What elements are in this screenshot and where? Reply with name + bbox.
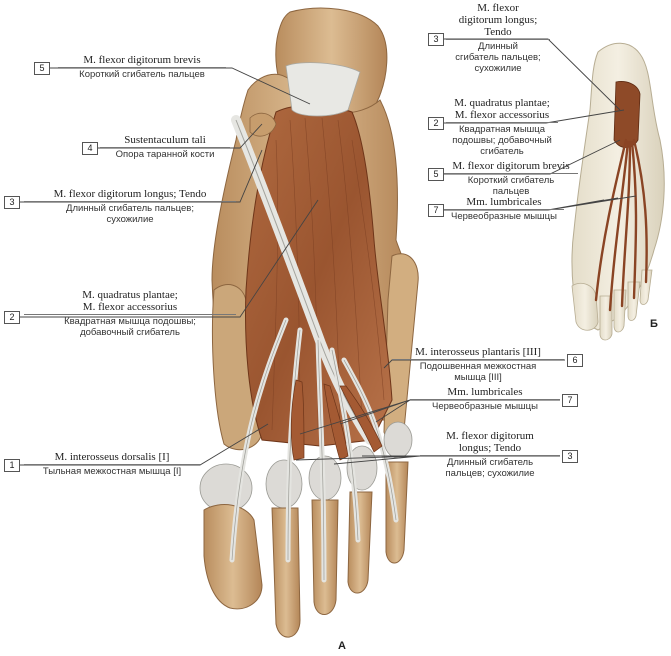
label-b-3-russian-3: сухожилие: [474, 63, 522, 74]
label-a-2-latin-2: M. flexor accessorius: [82, 301, 178, 313]
foot-illustration-b: [571, 42, 665, 341]
label-a-3b-latin-2: longus; Tendo: [458, 442, 522, 454]
heel-tendons: [285, 62, 361, 117]
label-a-2-number: 2: [4, 311, 20, 324]
label-b-2-latin-1: M. quadratus plantae;: [454, 97, 550, 109]
label-a-6-russian-1: Подошвенная межкостная: [419, 361, 537, 372]
label-b-5-number: 5: [428, 168, 444, 181]
label-a-4: Sustentaculum tali Опора таранной кости: [100, 134, 230, 160]
label-b-3-latin-2: digitorum longus;: [458, 14, 538, 26]
label-b-3-rule: [446, 39, 550, 40]
label-b-2-latin-2: M. flexor accessorius: [454, 109, 550, 121]
label-a-6-number: 6: [567, 354, 583, 367]
label-a-3-latin: M. flexor digitorum longus; Tendo: [53, 188, 207, 200]
label-a-3b: M. flexor digitorum longus; Tendo Длинны…: [420, 430, 560, 479]
label-b-5-russian-2: пальцев: [492, 186, 530, 197]
label-b-7: Mm. lumbricales Червеобразные мышцы: [444, 196, 564, 222]
label-a-1-russian: Тыльная межкостная мышца [I]: [42, 466, 182, 477]
label-b-3-russian-1: Длинный: [478, 41, 518, 52]
lumbrical-muscles: [290, 379, 383, 461]
label-a-7: Mm. lumbricales Червеобразные мышцы: [410, 386, 560, 412]
label-a-7-russian: Червеобразные мышцы: [432, 401, 538, 412]
label-a-6-russian-2: мышца [III]: [454, 372, 502, 383]
foot-b-toes: [571, 269, 653, 341]
label-b-7-number: 7: [428, 204, 444, 217]
label-b-5: M. flexor digitorum brevis Короткий сгиб…: [444, 160, 578, 197]
label-b-7-latin: Mm. lumbricales: [466, 196, 542, 208]
toe-2: [271, 507, 301, 638]
label-a-3-rule: [24, 201, 236, 202]
label-a-7-rule: [410, 399, 560, 400]
label-b-3-number: 3: [428, 33, 444, 46]
label-b-2-number: 2: [428, 117, 444, 130]
toe-4: [347, 491, 373, 594]
label-b-5-russian-1: Короткий сгибатель: [467, 175, 555, 186]
label-b-2-russian-1: Квадратная мышца: [458, 124, 546, 135]
label-a-3-number: 3: [4, 196, 20, 209]
label-a-2-rule: [24, 314, 236, 315]
label-a-3b-russian-2: пальцев; сухожилие: [445, 468, 535, 479]
label-a-4-number: 4: [82, 142, 98, 155]
label-b-5-latin: M. flexor digitorum brevis: [452, 160, 570, 172]
label-b-2: M. quadratus plantae; M. flexor accessor…: [446, 97, 558, 157]
plantar-muscles: [245, 104, 393, 447]
label-b-3: M. flexor digitorum longus; Tendo Длинны…: [446, 2, 550, 74]
label-a-5-rule: [58, 67, 226, 68]
label-a-1: M. interosseus dorsalis [I] Тыльная межк…: [24, 451, 200, 477]
label-a-2-russian-1: Квадратная мышца подошвы;: [64, 316, 196, 327]
label-a-7-number: 7: [562, 394, 578, 407]
label-a-1-number: 1: [4, 459, 20, 472]
label-a-3b-russian-1: Длинный сгибатель: [446, 457, 534, 468]
label-a-6-latin: M. interosseus plantaris [III]: [415, 346, 541, 358]
label-a-7-latin: Mm. lumbricales: [447, 386, 523, 398]
label-b-3-latin-1: M. flexor: [477, 2, 519, 14]
label-b-2-russian-3: сгибатель: [480, 146, 524, 157]
leader-lines: [20, 38, 637, 466]
label-b-7-russian: Червеобразные мышцы: [451, 211, 557, 222]
foot-illustration-a: [199, 7, 419, 638]
label-a-4-latin: Sustentaculum tali: [124, 134, 206, 146]
foot-b-tendons: [594, 138, 648, 312]
label-b-2-rule: [446, 122, 558, 123]
label-a-3b-number: 3: [562, 450, 578, 463]
label-a-5-number: 5: [34, 62, 50, 75]
label-a-6: M. interosseus plantaris [III] Подошвенн…: [392, 346, 564, 383]
label-a-3-russian-2: сухожилие: [106, 214, 154, 225]
label-a-2-russian-2: добавочный сгибатель: [80, 327, 180, 338]
label-b-2-russian-2: подошвы; добавочный: [452, 135, 552, 146]
label-a-3: M. flexor digitorum longus; Tendo Длинны…: [24, 188, 236, 225]
label-b-3-russian-2: сгибатель пальцев;: [455, 52, 541, 63]
label-a-3-russian-1: Длинный сгибатель пальцев;: [66, 203, 194, 214]
foot-b-quadratus: [613, 81, 641, 148]
figure-a-letter: А: [338, 640, 346, 652]
label-a-1-rule: [24, 464, 200, 465]
label-b-7-rule: [444, 209, 564, 210]
label-a-4-russian: Опора таранной кости: [115, 149, 215, 160]
label-b-5-rule: [444, 173, 578, 174]
first-metatarsal: [211, 284, 263, 451]
label-a-2: M. quadratus plantae; M. flexor accessor…: [24, 289, 236, 338]
label-a-6-rule: [392, 359, 564, 360]
label-a-5-russian: Короткий сгибатель пальцев: [79, 69, 205, 80]
label-a-4-rule: [100, 147, 230, 148]
label-a-3b-latin-1: M. flexor digitorum: [446, 430, 534, 442]
label-a-5: M. flexor digitorum brevis Короткий сгиб…: [58, 54, 226, 80]
label-b-3-latin-3: Tendo: [484, 26, 512, 38]
label-a-1-latin: M. interosseus dorsalis [I]: [54, 451, 170, 463]
figure-b-letter: Б: [650, 318, 658, 330]
label-a-5-latin: M. flexor digitorum brevis: [83, 54, 201, 66]
label-a-3b-rule: [420, 455, 560, 456]
label-a-2-latin-1: M. quadratus plantae;: [82, 289, 178, 301]
